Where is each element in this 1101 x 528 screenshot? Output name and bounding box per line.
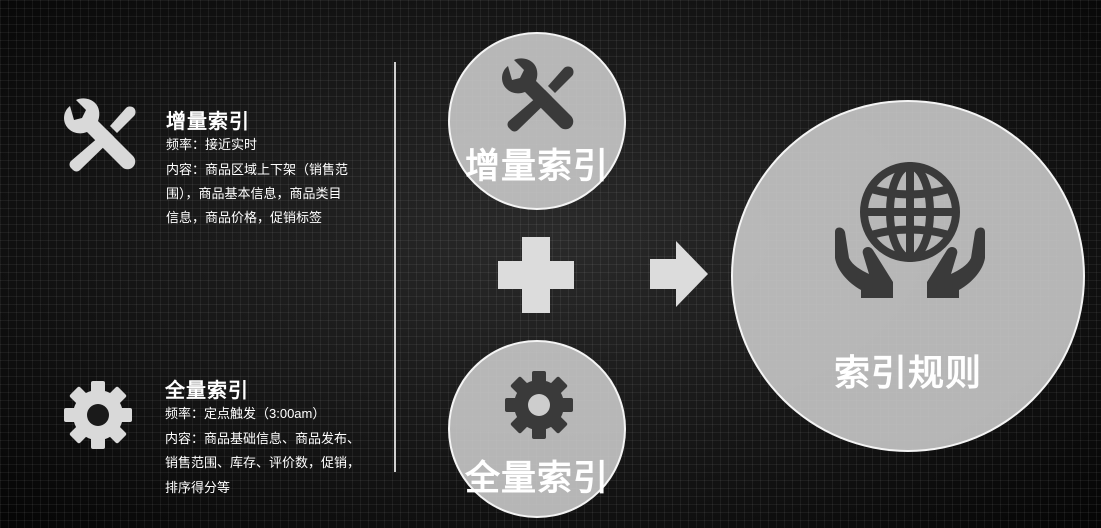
full-content-line-3: 排序得分等 <box>165 480 231 495</box>
result-circle-label: 索引规则 <box>833 352 982 393</box>
full-title: 全量索引 <box>165 380 249 402</box>
plus-icon <box>498 237 574 313</box>
incremental-frequency: 频率：接近实时 <box>166 137 258 152</box>
full-circle: 全量索引 <box>448 340 626 518</box>
incremental-title: 增量索引 <box>166 111 250 133</box>
wrench-screwdriver-icon <box>502 58 574 132</box>
incremental-circle: 增量索引 <box>448 32 626 210</box>
incremental-content-line-1: 内容：商品区域上下架（销售范 <box>166 162 349 177</box>
full-circle-label: 全量索引 <box>464 459 609 498</box>
full-frequency: 频率：定点触发（3:00am） <box>165 406 326 421</box>
result-circle: 索引规则 <box>731 100 1085 452</box>
incremental-circle-label: 增量索引 <box>464 147 609 186</box>
full-content-line-1: 内容：商品基础信息、商品发布、 <box>165 431 361 446</box>
incremental-content-line-2: 围），商品基本信息，商品类目 <box>166 186 342 201</box>
incremental-content-line-3: 信息，商品价格，促销标签 <box>166 210 323 225</box>
full-content-line-2: 销售范围、库存、评价数，促销， <box>165 455 361 470</box>
globe-in-hands-icon <box>835 162 985 298</box>
arrow-right-icon <box>650 241 708 307</box>
vertical-divider <box>394 62 396 472</box>
wrench-screwdriver-icon <box>60 98 138 174</box>
gear-icon <box>63 379 133 451</box>
gear-icon <box>505 371 573 439</box>
